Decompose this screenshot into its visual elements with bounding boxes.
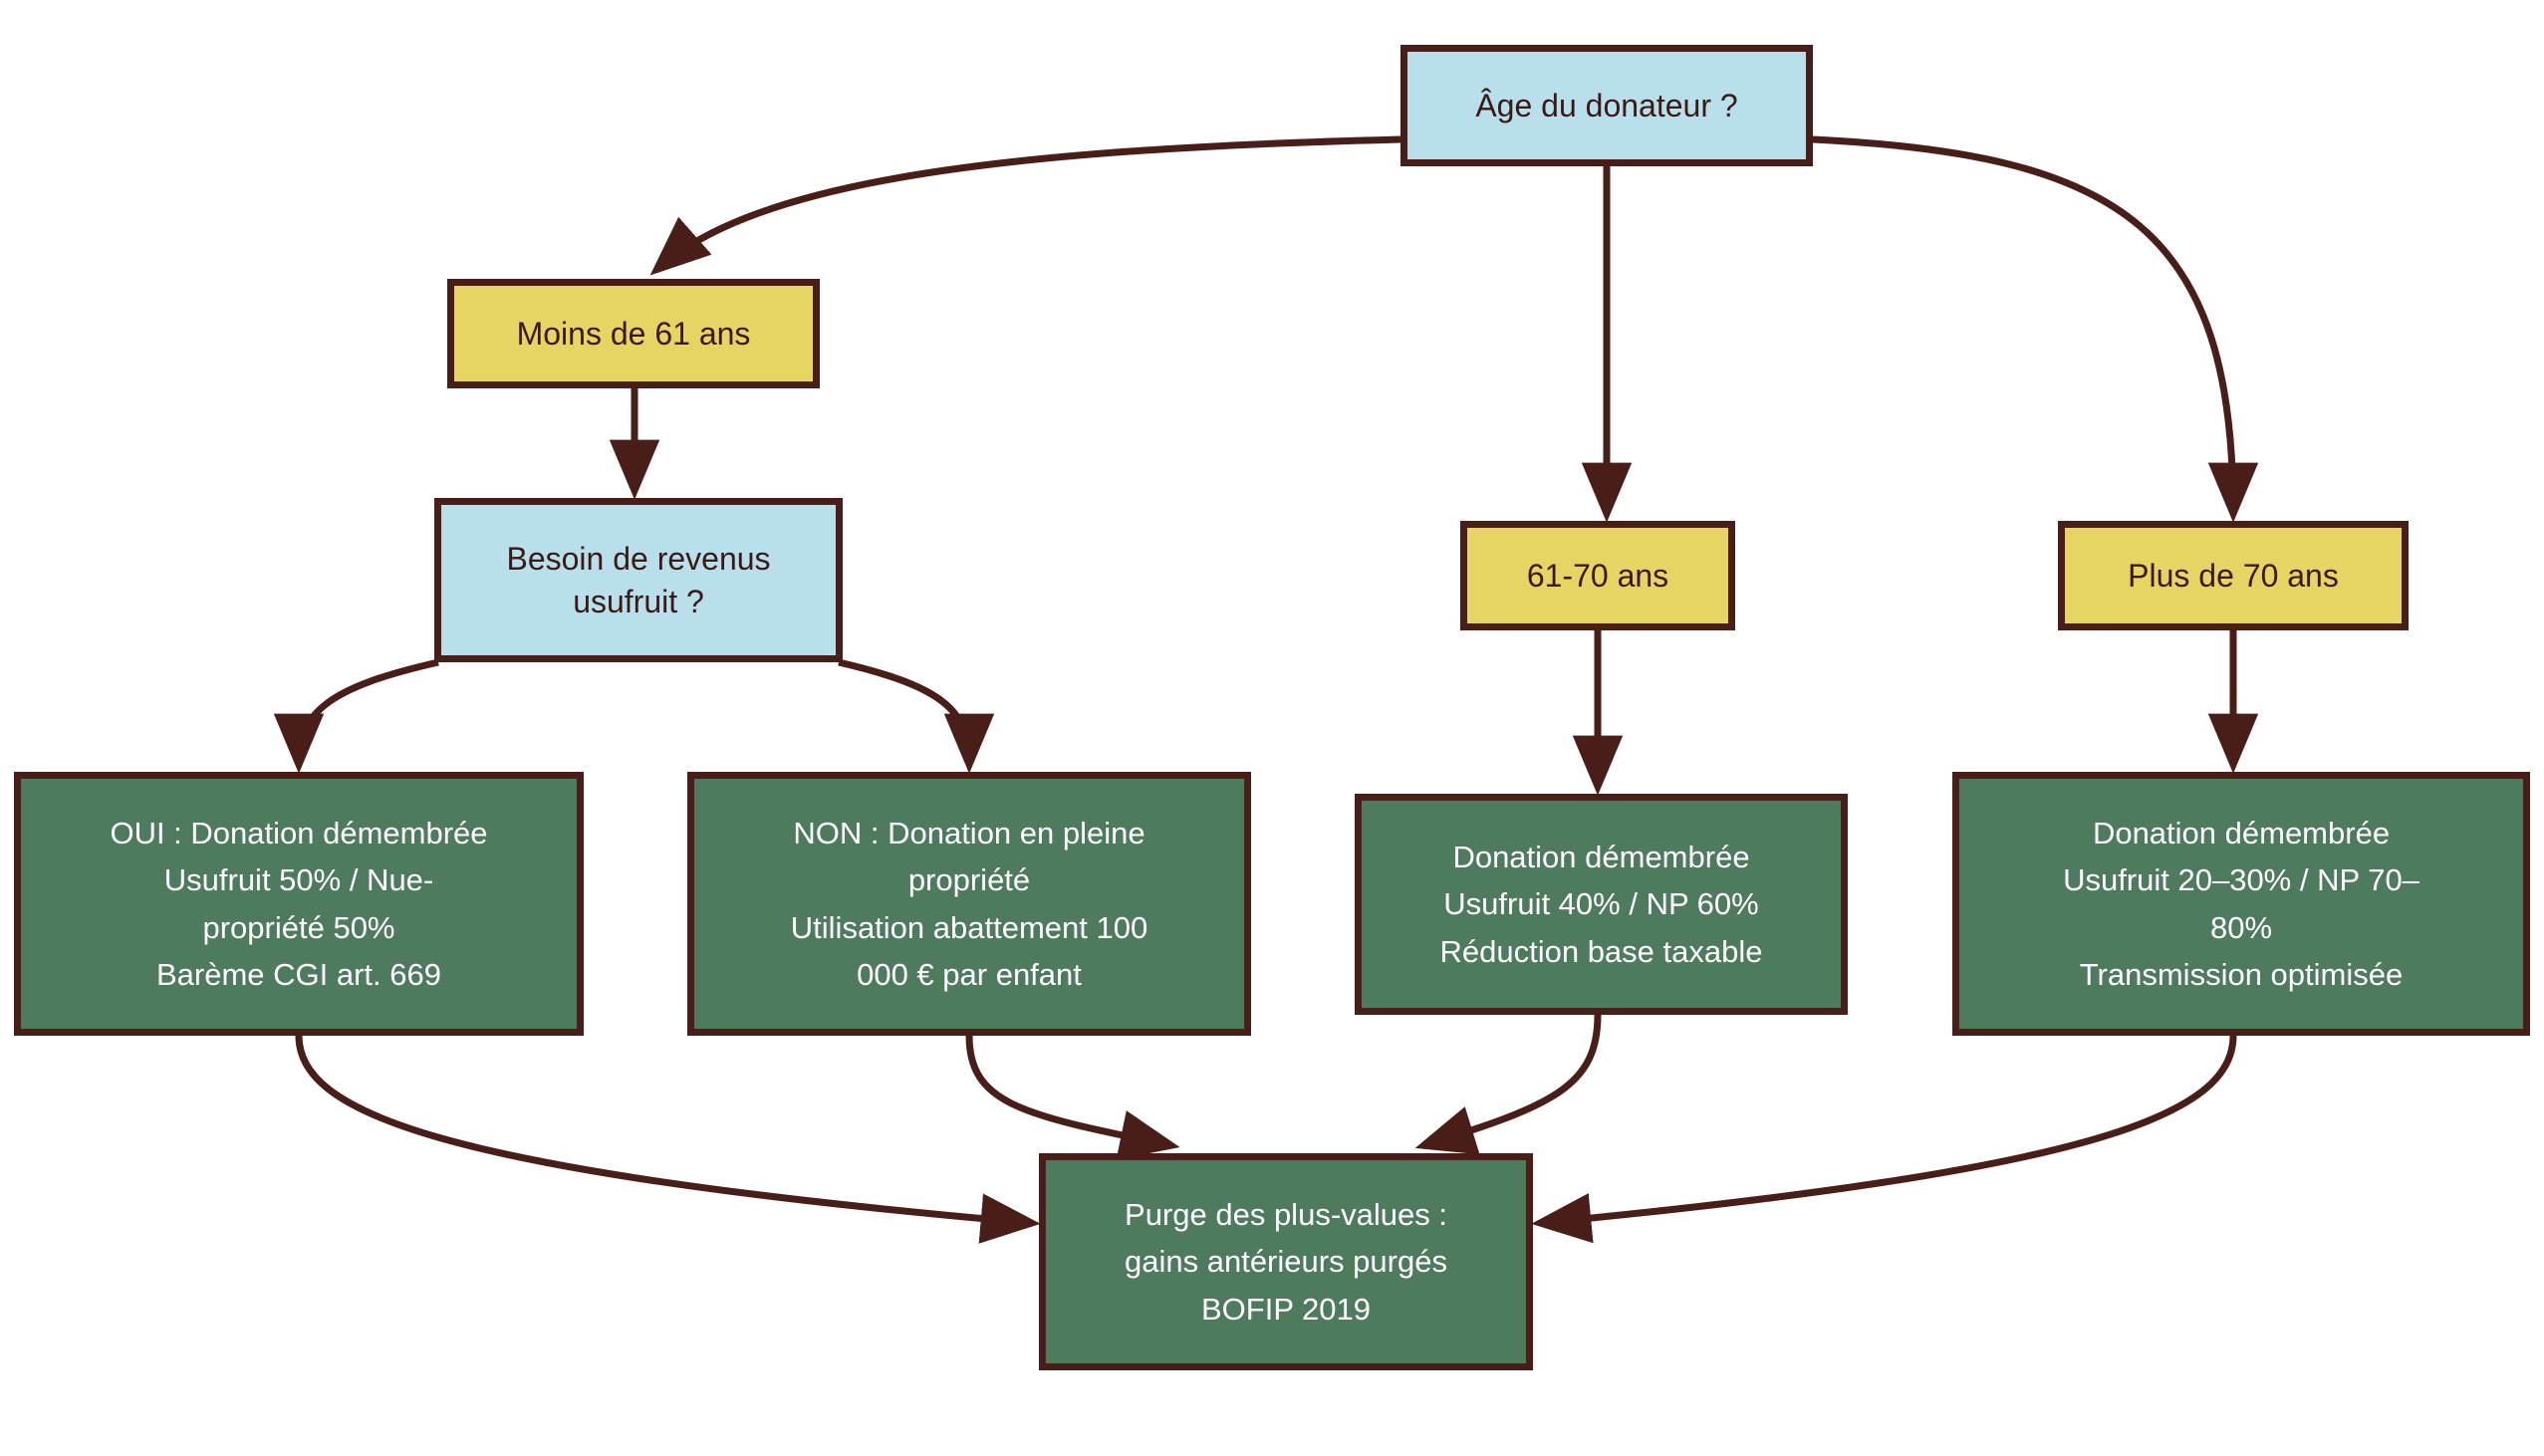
edge-oui-to-purge	[295, 1035, 1041, 1244]
edge-age-to-plus70	[1812, 135, 2259, 523]
edge-age-to-moins61	[649, 135, 1401, 276]
node-line: propriété	[907, 862, 1031, 898]
node-moins-de-61-ans[interactable]: Moins de 61 ans	[447, 279, 820, 388]
edge-out6170-to-purge	[1414, 1014, 1602, 1155]
node-line: Moins de 61 ans	[516, 315, 751, 352]
node-line: Transmission optimisée	[2079, 956, 2404, 992]
node-donation-demembree-40-60[interactable]: Donation démembrée Usufruit 40% / NP 60%…	[1355, 794, 1848, 1015]
node-61-70-ans[interactable]: 61-70 ans	[1460, 521, 1735, 630]
node-age-du-donateur[interactable]: Âge du donateur ?	[1400, 45, 1813, 166]
edge-out70-to-purge	[1531, 1035, 2237, 1244]
node-line: gains antérieurs purgés	[1125, 1244, 1447, 1280]
node-oui-donation-demembree[interactable]: OUI : Donation démembrée Usufruit 50% / …	[14, 772, 584, 1036]
node-line: Usufruit 50% / Nue-	[163, 862, 434, 898]
node-donation-demembree-20-30[interactable]: Donation démembrée Usufruit 20–30% / NP …	[1952, 772, 2530, 1036]
edge-besoin-to-non	[838, 658, 995, 774]
node-line: BOFIP 2019	[1200, 1291, 1372, 1327]
node-line: Âge du donateur ?	[1475, 87, 1738, 123]
node-line: Réduction base taxable	[1439, 933, 1763, 969]
node-line: Barème CGI art. 669	[155, 956, 441, 992]
node-line: Usufruit 20–30% / NP 70–	[2063, 862, 2419, 898]
node-line: Besoin de revenus	[506, 540, 771, 577]
node-line: usufruit ?	[573, 583, 704, 619]
node-line: 61-70 ans	[1526, 557, 1669, 594]
edge-besoin-to-oui	[273, 658, 439, 774]
node-line: propriété 50%	[202, 909, 395, 945]
node-line: Plus de 70 ans	[2128, 557, 2339, 594]
node-plus-de-70-ans[interactable]: Plus de 70 ans	[2058, 521, 2409, 630]
node-line: Donation démembrée	[2092, 816, 2391, 851]
node-line: Donation démembrée	[1452, 840, 1750, 875]
node-line: Purge des plus-values :	[1125, 1197, 1447, 1233]
node-line: OUI : Donation démembrée	[110, 816, 488, 851]
edge-non-to-purge	[965, 1035, 1180, 1160]
node-line: 000 € par enfant	[857, 956, 1082, 992]
node-line: NON : Donation en pleine	[793, 816, 1145, 851]
node-line: 80%	[2209, 909, 2273, 945]
node-non-donation-pleine-propriete[interactable]: NON : Donation en pleine propriété Utili…	[687, 772, 1251, 1036]
node-line: Utilisation abattement 100	[790, 909, 1148, 945]
node-purge-des-plus-values[interactable]: Purge des plus-values : gains antérieurs…	[1039, 1153, 1533, 1370]
node-line: Usufruit 40% / NP 60%	[1443, 886, 1759, 922]
node-besoin-de-revenus-usufruit[interactable]: Besoin de revenus usufruit ?	[434, 498, 843, 662]
